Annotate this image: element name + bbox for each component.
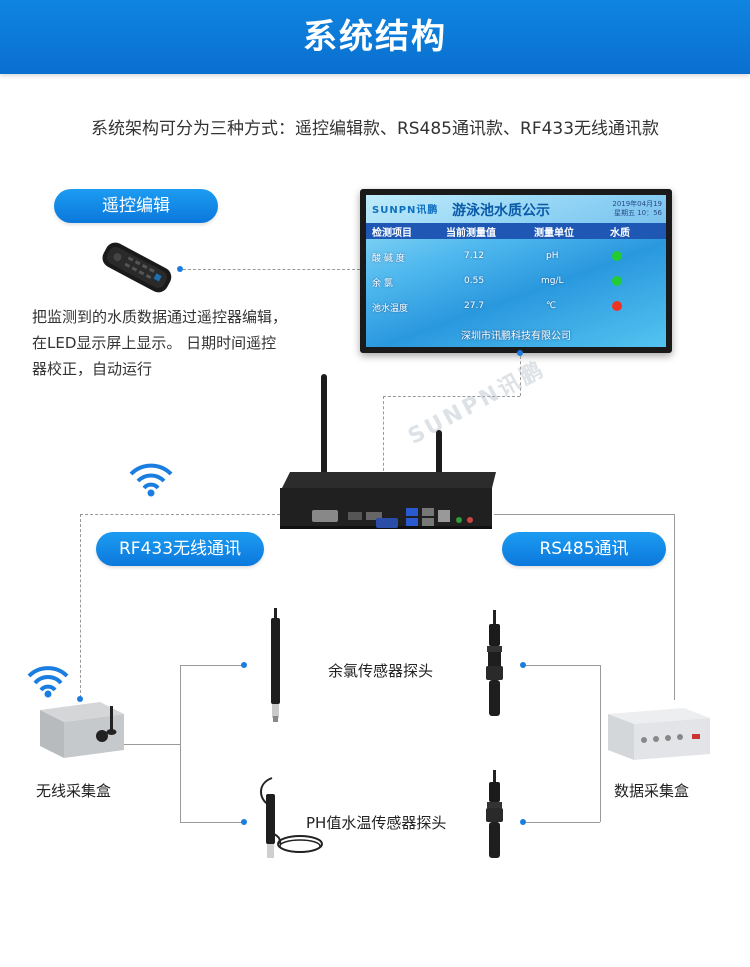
display-header-value: 当前测量值 xyxy=(446,228,496,239)
display-header-status: 水质 xyxy=(610,228,630,239)
connector-line xyxy=(183,269,360,270)
display-top-bar xyxy=(366,195,666,223)
display-row-unit: pH xyxy=(546,251,559,261)
ph-probe-right-icon xyxy=(486,770,503,858)
connector-node xyxy=(77,696,83,702)
display-row-value: 0.55 xyxy=(464,276,485,286)
display-header-item: 检测项目 xyxy=(372,228,412,239)
wireless-box-icon xyxy=(40,702,124,758)
rs485-pill: RS485通讯 xyxy=(502,532,666,566)
data-box-icon xyxy=(608,708,710,760)
display-row-unit: mg/L xyxy=(541,276,564,286)
connector-node xyxy=(177,266,183,272)
status-dot xyxy=(612,276,622,286)
ph-probe-left-icon xyxy=(260,777,323,858)
wifi-icon xyxy=(129,463,173,497)
remote-desc-line: 在LED显示屏上显示。 日期时间遥控 xyxy=(32,334,277,352)
wireless-box-label: 无线采集盒 xyxy=(36,782,112,800)
header-bar xyxy=(0,0,750,74)
probe-connector-line xyxy=(180,822,244,823)
display-table-header xyxy=(366,223,666,239)
rs485-connector-line xyxy=(674,514,675,700)
connector-line xyxy=(383,396,520,397)
display-row-item: 池水温度 xyxy=(372,304,409,314)
display-row-item: 余 氯 xyxy=(372,279,393,289)
display-time-line: 星期五 10：56 xyxy=(613,209,662,217)
host-controller-icon xyxy=(280,374,496,529)
chlorine-probe-right-icon xyxy=(486,610,503,716)
display-date: 2019年04月19 星期五 10：56 xyxy=(582,200,662,218)
subtitle: 系统架构可分为三种方式：遥控编辑款、RS485通讯款、RF433无线通讯款 xyxy=(90,119,660,139)
ph-probe-label: PH值水温传感器探头 xyxy=(306,814,447,832)
display-row-value: 27.7 xyxy=(464,301,485,311)
connector-node xyxy=(241,819,247,825)
connector-line xyxy=(520,356,521,396)
remote-edit-pill: 遥控编辑 xyxy=(54,189,218,223)
rf433-connector-line xyxy=(80,514,81,698)
display-footer: 深圳市讯鹏科技有限公司 xyxy=(461,331,571,342)
display-row-item: 酸 碱 度 xyxy=(372,254,405,264)
remote-control-icon xyxy=(102,242,172,293)
data-box-label: 数据采集盒 xyxy=(614,782,690,800)
connector-node xyxy=(520,662,526,668)
rs485-connector-line xyxy=(494,514,674,515)
remote-description: 把监测到的水质数据通过遥控器编辑， 在LED显示屏上显示。 日期时间遥控 器校正… xyxy=(32,304,342,382)
wifi-icon xyxy=(27,666,69,698)
remote-desc-line: 把监测到的水质数据通过遥控器编辑， xyxy=(32,308,288,326)
probe-connector-line xyxy=(600,665,601,822)
probe-connector-line xyxy=(180,665,181,822)
status-dot xyxy=(612,251,622,261)
rf433-connector-line xyxy=(80,514,280,515)
display-row-unit: ℃ xyxy=(546,301,557,311)
display-header-unit: 测量单位 xyxy=(534,228,574,239)
connector-node xyxy=(241,662,247,668)
display-row-value: 7.12 xyxy=(464,251,485,261)
chlorine-probe-label: 余氯传感器探头 xyxy=(328,662,434,680)
led-display: SUNPN讯鹏 游泳池水质公示 2019年04月19 星期五 10：56 检测项… xyxy=(366,195,666,347)
display-date-line: 2019年04月19 xyxy=(612,200,662,208)
chlorine-probe-left-icon xyxy=(271,608,280,722)
display-logo: SUNPN讯鹏 xyxy=(372,205,439,216)
rf433-pill: RF433无线通讯 xyxy=(96,532,264,566)
connector-line xyxy=(383,396,384,476)
probe-connector-line xyxy=(124,744,180,745)
probe-connector-line xyxy=(526,665,600,666)
connector-node xyxy=(520,819,526,825)
page-title: 系统结构 xyxy=(303,17,447,57)
status-dot xyxy=(612,301,622,311)
probe-connector-line xyxy=(180,665,244,666)
probe-connector-line xyxy=(526,822,600,823)
display-title: 游泳池水质公示 xyxy=(452,203,550,219)
connector-node xyxy=(517,350,523,356)
remote-desc-line: 器校正，自动运行 xyxy=(32,360,153,378)
